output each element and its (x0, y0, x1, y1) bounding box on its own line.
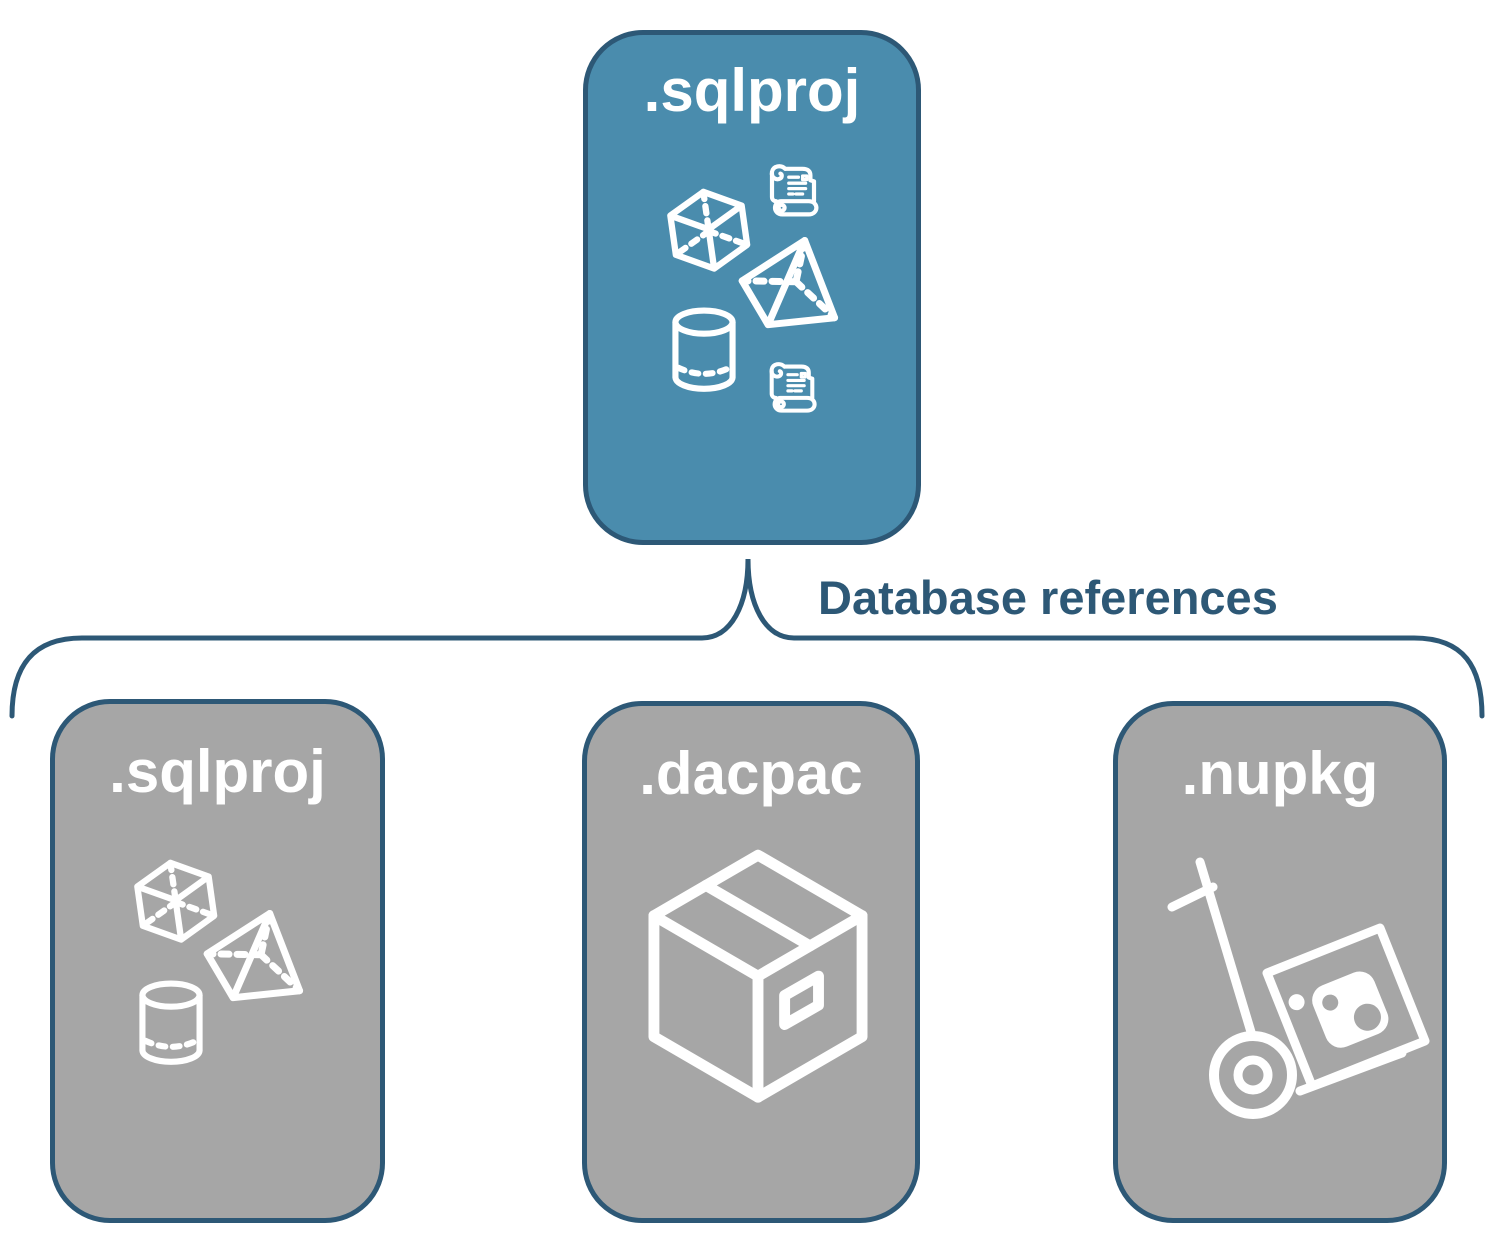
hand-truck-wheel (1209, 1031, 1297, 1119)
child-node-dacpac: .dacpac (582, 701, 920, 1223)
package-box-icon (648, 849, 868, 1103)
child-node-label: .nupkg (1181, 740, 1379, 807)
child-node-nupkg: .nupkg (1113, 701, 1447, 1223)
database-cylinder-icon (672, 307, 736, 392)
nuget-logo (1288, 971, 1389, 1048)
cube-icon (134, 859, 218, 943)
hand-truck-hub (1233, 1055, 1273, 1095)
script-scroll-icon (769, 164, 819, 217)
child-node-sqlproj: .sqlproj (50, 699, 385, 1223)
database-cylinder-icon (139, 980, 203, 1065)
package-outline (1262, 923, 1430, 1091)
cube-icon (667, 188, 751, 272)
script-scroll-icon (769, 362, 817, 413)
pyramid-icon (738, 237, 839, 329)
pyramid-icon (203, 910, 304, 1002)
root-node-label: .sqlproj (643, 57, 861, 124)
child-node-label: .dacpac (639, 740, 863, 807)
brace-connector (9, 558, 1485, 719)
hand-truck-rail (1195, 857, 1256, 1037)
connector-label: Database references (818, 571, 1278, 624)
child-node-label: .sqlproj (109, 738, 326, 805)
nuget-hand-truck-icon (1167, 857, 1430, 1119)
root-node-sqlproj: .sqlproj (583, 30, 921, 545)
